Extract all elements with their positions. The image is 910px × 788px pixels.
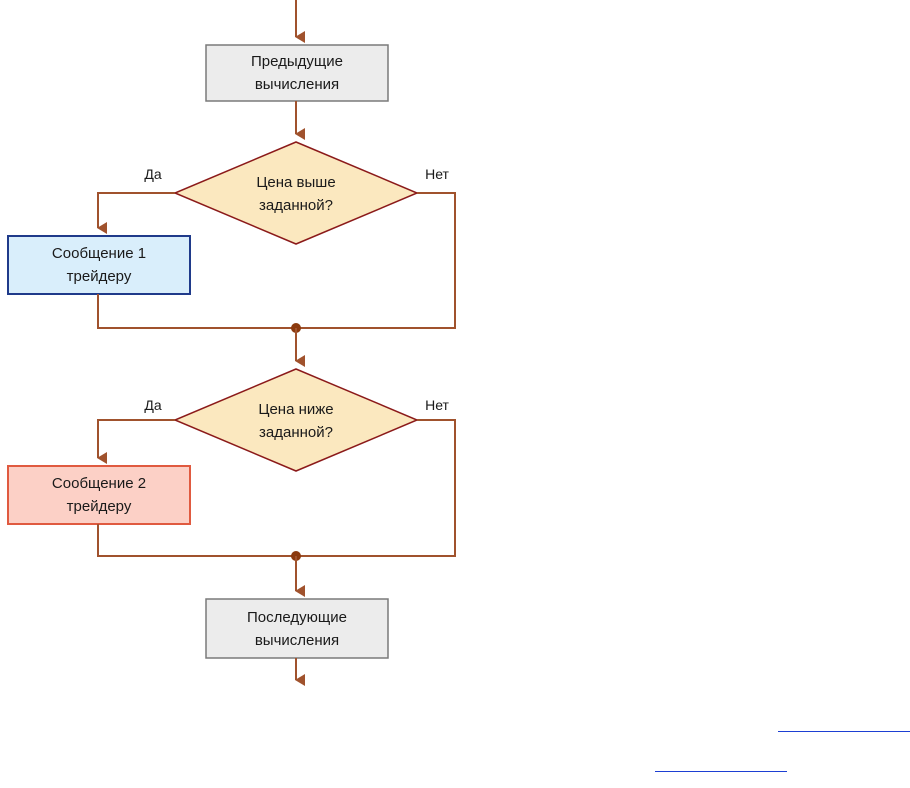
message1-line2: трейдеру [67, 268, 132, 285]
message2-node: Сообщение 2 трейдеру [8, 466, 190, 524]
hyperlink-underline-1[interactable] [778, 731, 910, 732]
message2-line1: Сообщение 2 [52, 475, 146, 492]
decision2-no-label: Нет [425, 397, 449, 413]
message2-join-connector [98, 524, 296, 556]
decision1-yes-connector [98, 193, 175, 228]
decision2-yes-label: Да [144, 397, 161, 413]
decision2-line2: заданной? [259, 424, 333, 441]
message2-line2: трейдеру [67, 498, 132, 515]
next-computations-node: Последующие вычисления [206, 599, 388, 658]
previous-computations-node: Предыдущие вычисления [206, 45, 388, 101]
previous-line2: вычисления [255, 76, 339, 93]
next-line2: вычисления [255, 632, 339, 649]
message1-line1: Сообщение 1 [52, 245, 146, 262]
decision1-line2: заданной? [259, 197, 333, 214]
message1-join-connector [98, 294, 296, 328]
hyperlink-underline-2[interactable] [655, 771, 787, 772]
decision2-line1: Цена ниже [258, 401, 333, 418]
previous-line1: Предыдущие [251, 53, 343, 70]
next-line1: Последующие [247, 609, 347, 626]
decision2-yes-connector [98, 420, 175, 458]
decision1-yes-label: Да [144, 166, 161, 182]
decision1-no-label: Нет [425, 166, 449, 182]
decision2-node: Цена ниже заданной? [175, 369, 417, 471]
decision1-node: Цена выше заданной? [175, 142, 417, 244]
decision1-line1: Цена выше [256, 174, 335, 191]
message1-node: Сообщение 1 трейдеру [8, 236, 190, 294]
